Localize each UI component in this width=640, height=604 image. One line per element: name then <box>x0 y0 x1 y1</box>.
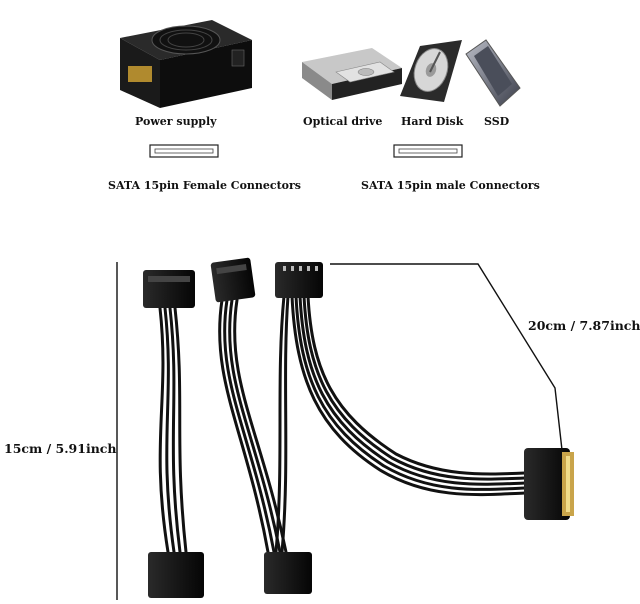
length-dimension-line <box>330 263 563 451</box>
ssd-label: SSD <box>484 115 510 128</box>
hard-disk-label: Hard Disk <box>401 115 464 128</box>
bottom-left-female-connector <box>148 552 204 598</box>
bottom-right-female-connector <box>264 552 312 594</box>
male-connector-icon <box>393 144 463 158</box>
male-connectors-label: SATA 15pin male Connectors <box>361 179 540 192</box>
female-connectors-label: SATA 15pin Female Connectors <box>108 179 301 192</box>
power-supply-label: Power supply <box>135 115 217 128</box>
ssd-image <box>465 39 521 107</box>
top-left-female-connector <box>143 270 195 308</box>
male-connector <box>524 448 574 520</box>
female-connector-icon <box>149 144 219 158</box>
power-supply-image <box>120 20 252 108</box>
top-right-female-connector <box>275 262 323 298</box>
length-dimension-label: 20cm / 7.87inch <box>528 318 640 333</box>
hard-disk-image <box>400 40 462 102</box>
optical-drive-label: Optical drive <box>303 115 383 128</box>
optical-drive-image <box>302 48 402 100</box>
height-dimension-label: 15cm / 5.91inch <box>4 441 117 456</box>
top-middle-female-connector <box>210 257 256 303</box>
sata-splitter-cable <box>158 294 527 554</box>
